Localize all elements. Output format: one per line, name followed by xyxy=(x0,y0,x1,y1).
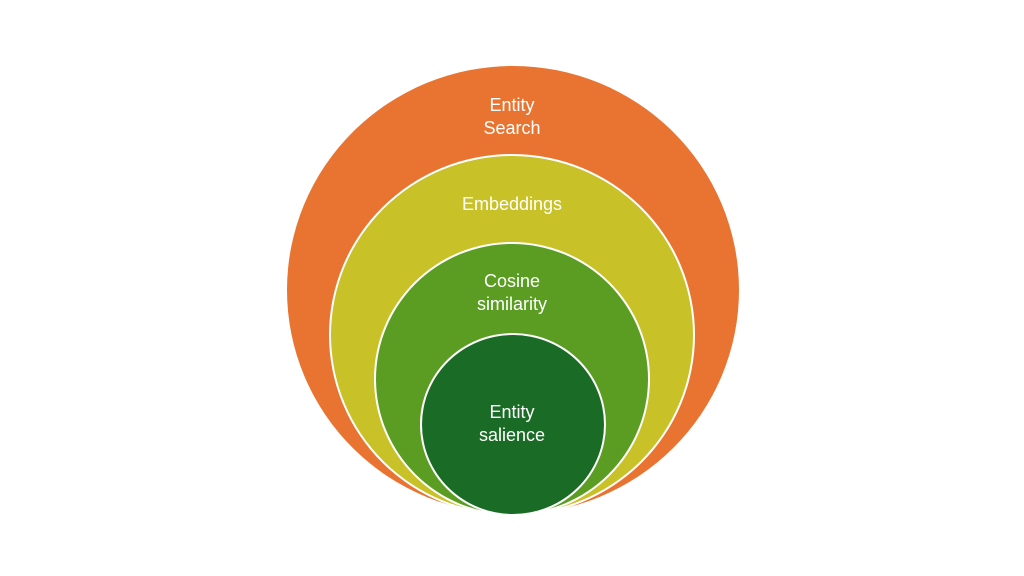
ring-entity-salience xyxy=(420,333,606,516)
label-embeddings: Embeddings xyxy=(461,194,563,214)
label-entity-salience: Entity salience xyxy=(478,402,546,445)
label-entity-search: Entity Search xyxy=(483,95,541,138)
label-cosine-similarity: Cosine similarity xyxy=(477,271,547,314)
